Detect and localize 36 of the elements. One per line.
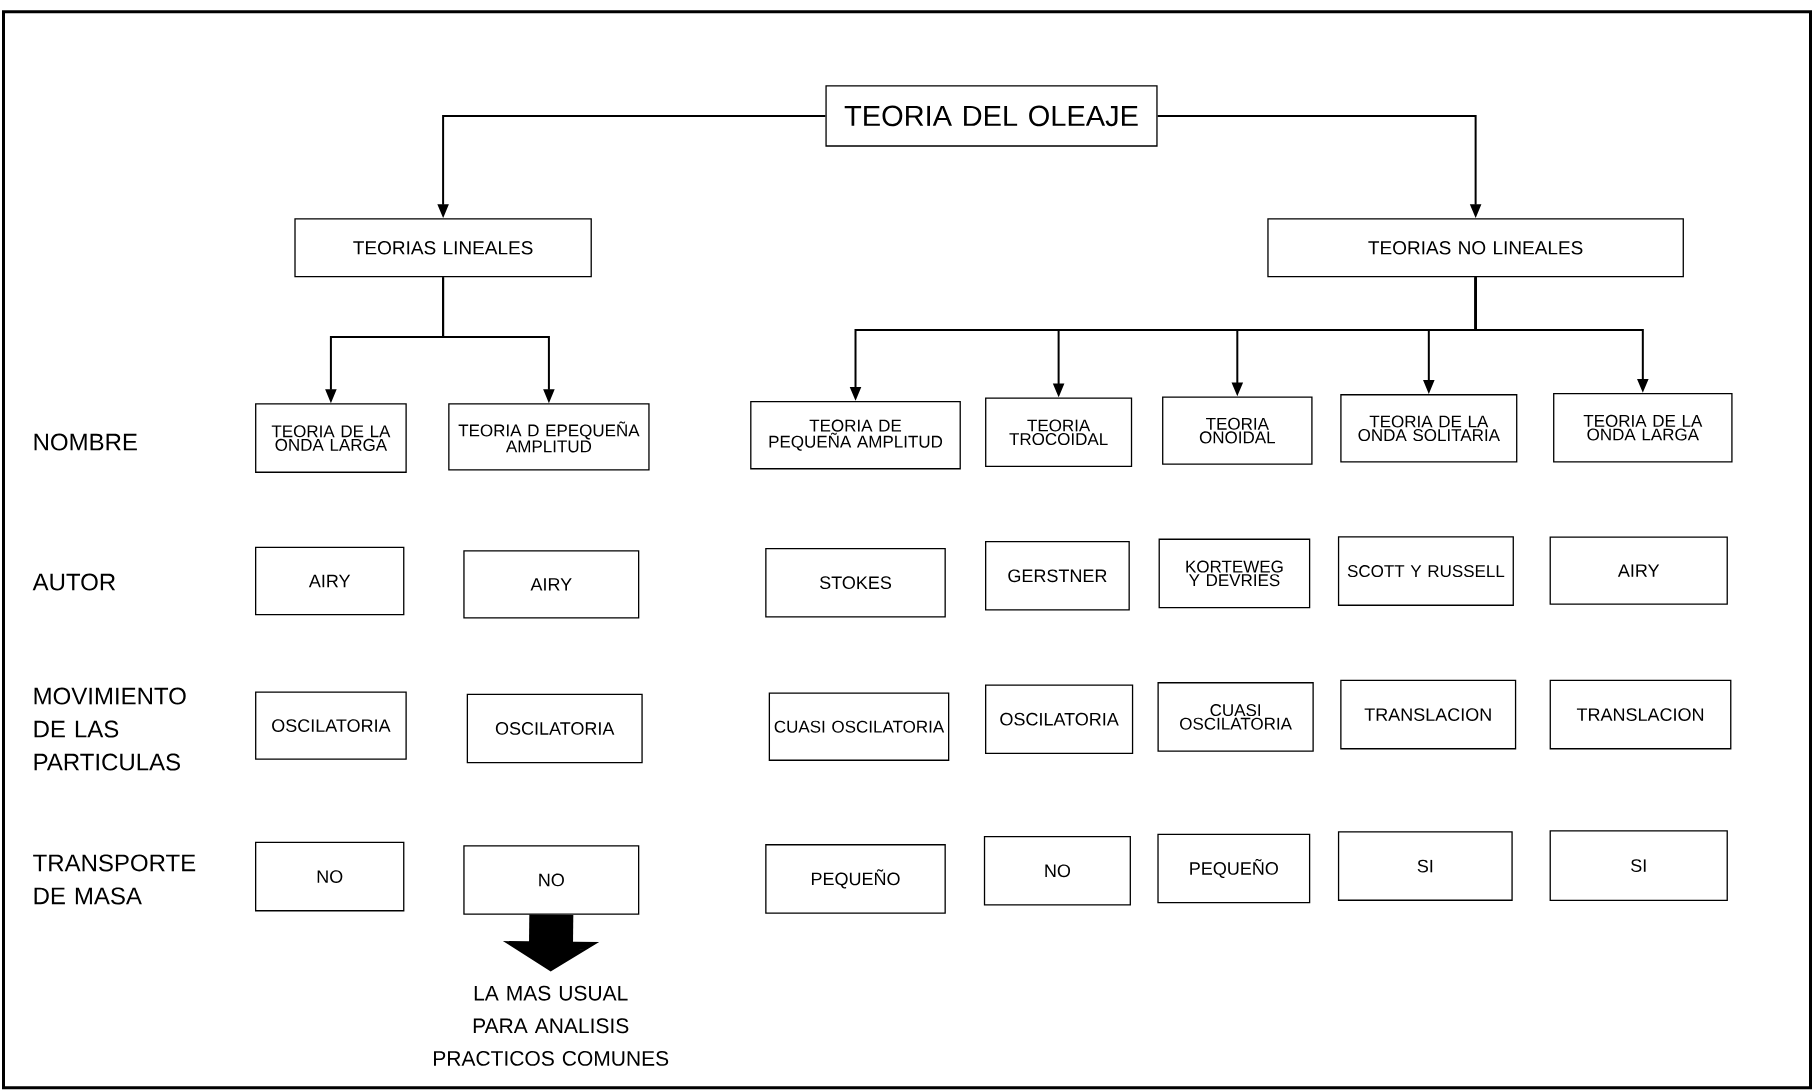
- theory-box: NO: [983, 836, 1131, 906]
- theory-box: NO: [255, 841, 405, 912]
- theory-box: TEORIA DE LA ONDA LARGA: [255, 403, 407, 473]
- theory-box: SI: [1549, 830, 1728, 901]
- theory-box: TEORIA TROCOIDAL: [985, 397, 1133, 468]
- theory-box: AIRY: [463, 550, 640, 619]
- theory-box: PEQUEÑO: [1157, 833, 1311, 904]
- theory-box: STOKES: [765, 547, 946, 618]
- note-text: LA MAS USUAL PARA ANALISIS PRACTICOS COMUNES: [434, 985, 669, 1066]
- theory-box: TEORIA DE PEQUEÑA AMPLITUD: [750, 401, 961, 470]
- theory-box: SCOTT Y RUSSELL: [1337, 536, 1514, 606]
- theory-box: CUASI OSCILATORIA: [1157, 682, 1314, 752]
- theory-box: CUASI OSCILATORIA: [768, 692, 950, 761]
- theory-box: OSCILATORIA: [255, 691, 407, 760]
- theory-box: TEORIAS LINEALES: [294, 218, 592, 278]
- theory-box: KORTEWEG Y DEVRIES: [1158, 538, 1311, 609]
- theory-box: NO: [463, 845, 640, 915]
- theory-box: TEORIA DE LA ONDA SOLITARIA: [1340, 394, 1518, 463]
- theory-box: TEORIA D EPEQUEÑA AMPLITUD: [448, 403, 650, 471]
- theory-box: TEORIA DE LA ONDA LARGA: [1553, 392, 1733, 463]
- theory-box: OSCILATORIA: [466, 693, 643, 764]
- theory-box: SI: [1337, 831, 1513, 901]
- theory-box: TRANSLACION: [1340, 679, 1517, 750]
- row-label: AUTOR: [32, 573, 116, 591]
- theory-box: PEQUEÑO: [765, 844, 946, 914]
- theory-box: TRANSLACION: [1549, 679, 1732, 750]
- theory-box: AIRY: [255, 546, 405, 616]
- theory-box: AIRY: [1549, 536, 1728, 605]
- theory-box: TEORIAS NO LINEALES: [1267, 218, 1684, 278]
- theory-box: GERSTNER: [985, 541, 1130, 611]
- theory-box: TEORIA DEL OLEAJE: [825, 85, 1158, 147]
- row-label: NOMBRE: [34, 433, 137, 451]
- theory-box: OSCILATORIA: [985, 684, 1134, 754]
- row-label: MOVIMIENTO DE LAS PARTICULAS: [34, 687, 186, 771]
- theory-box: TEORIA ONOIDAL: [1162, 396, 1313, 465]
- row-label: TRANSPORTE DE MASA: [33, 854, 196, 905]
